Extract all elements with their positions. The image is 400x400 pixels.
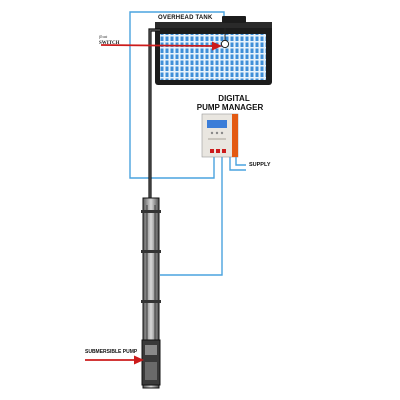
delivery-pipe	[148, 28, 160, 212]
supply-label: SUPPLY	[249, 162, 271, 168]
tank-lid	[222, 16, 246, 23]
float-ball-icon	[220, 39, 230, 49]
overhead-tank-label: OVERHEAD TANK	[158, 15, 213, 21]
panel-display	[207, 120, 227, 128]
overhead-tank	[155, 16, 272, 85]
tank-top-edge	[155, 22, 272, 28]
float-switch-label-line2: SWITCH	[99, 41, 120, 46]
digital-pump-manager	[201, 113, 239, 158]
submersible-pump-label: SUBMERSIBLE PUMP	[85, 349, 138, 355]
float-switch-label-line1: float	[99, 34, 108, 39]
tank-water	[160, 34, 266, 80]
pump-wire	[160, 145, 223, 276]
borewell-column	[141, 197, 161, 389]
pump-manager-label-line1: DIGITAL	[218, 94, 250, 103]
float-switch-arrow	[100, 41, 222, 51]
submersible-pump-arrow	[85, 355, 144, 365]
float-switch-wire	[129, 11, 225, 179]
panel-cover	[232, 114, 238, 157]
pump-manager-label-line2: PUMP MANAGER	[196, 103, 264, 112]
